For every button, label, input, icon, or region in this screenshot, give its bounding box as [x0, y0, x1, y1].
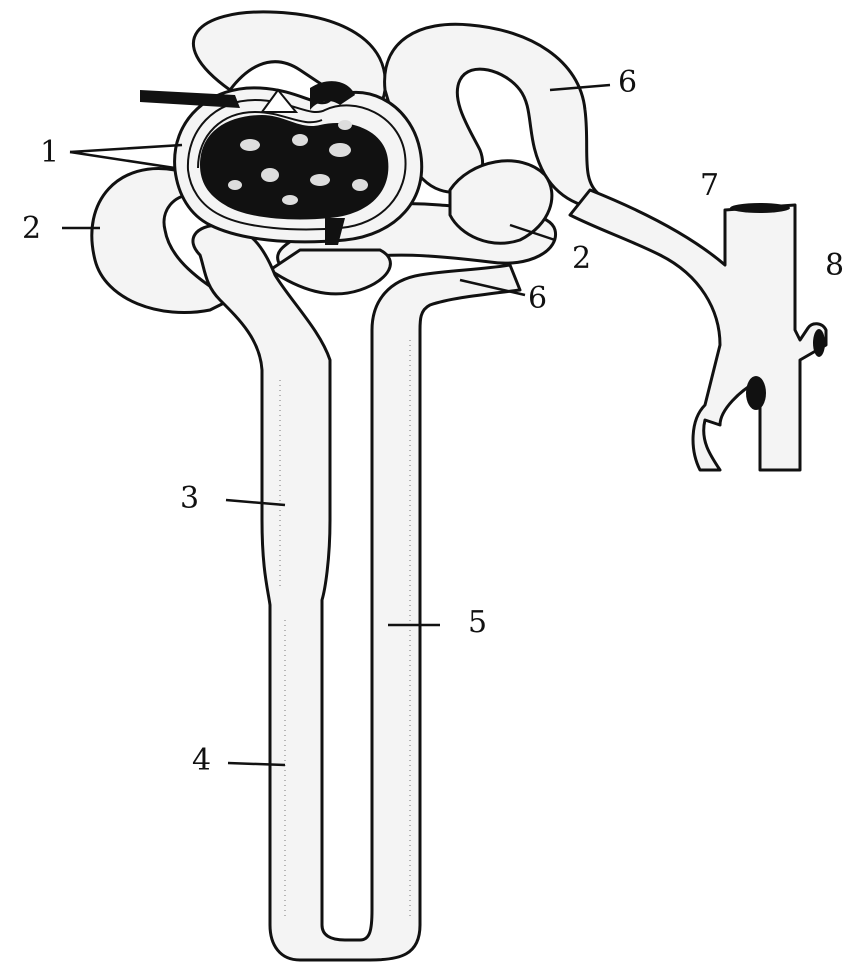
label-2-right: 2 [572, 241, 591, 276]
renal-corpuscle [140, 81, 422, 245]
label-4: 4 [192, 743, 211, 778]
label-8: 8 [825, 248, 844, 283]
label-6-bottom: 6 [528, 281, 547, 316]
label-7: 7 [700, 168, 719, 203]
label-1: 1 [40, 135, 59, 170]
label-6-top: 6 [618, 65, 637, 100]
duct-side-opening [813, 329, 825, 357]
loop-of-henle [193, 225, 520, 960]
collecting-tubule [570, 190, 826, 470]
duct-branch-opening [746, 376, 766, 410]
label-5: 5 [468, 605, 487, 640]
duct-opening-top [730, 203, 790, 213]
label-3: 3 [180, 481, 199, 516]
label-2-left: 2 [22, 211, 41, 246]
